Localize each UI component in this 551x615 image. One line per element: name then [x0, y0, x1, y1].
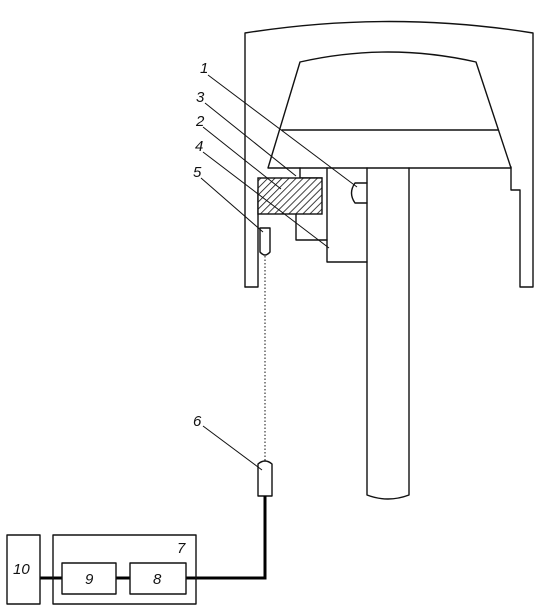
cylinder-housing [244, 20, 534, 288]
label-4: 4 [195, 138, 203, 155]
leader-5 [200, 177, 264, 233]
label-10: 10 [13, 561, 30, 578]
label-8: 8 [153, 571, 162, 588]
box-10-unit [6, 534, 41, 605]
box-8-unit [129, 562, 187, 595]
pin-element [350, 182, 368, 204]
label-7: 7 [177, 540, 186, 557]
leader-4 [202, 151, 330, 249]
receiver-element [257, 460, 273, 497]
signal-cable [186, 496, 267, 580]
leader-3 [204, 102, 297, 177]
bracket-top [299, 167, 323, 179]
leader-2 [202, 126, 282, 190]
box-9-unit [61, 562, 117, 595]
connecting-rod [366, 167, 410, 500]
leader-1 [207, 74, 358, 188]
label-1: 1 [200, 60, 208, 77]
piston-crown [267, 51, 512, 169]
leader-6 [202, 425, 263, 471]
emitter-element [259, 227, 271, 256]
label-9: 9 [85, 571, 94, 588]
piston-skirt-block [326, 167, 368, 263]
label-3: 3 [196, 89, 205, 106]
hatched-insert [257, 177, 323, 215]
label-6: 6 [193, 413, 202, 430]
label-5: 5 [193, 164, 202, 181]
box-7-unit [52, 534, 197, 605]
label-2: 2 [195, 113, 205, 130]
